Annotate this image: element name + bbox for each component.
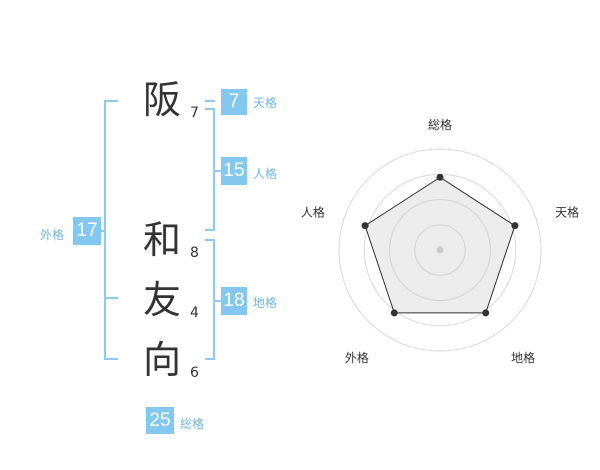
gaikaku-value: 17 <box>73 217 101 245</box>
name-char-3: 友 <box>142 278 181 322</box>
radar-axis-label: 人格 <box>301 205 325 220</box>
name-char-4: 向 <box>142 338 181 382</box>
name-char-1: 阪 <box>142 78 181 122</box>
gaikaku-connector <box>100 230 106 232</box>
radar-axis-label: 地格 <box>511 350 535 365</box>
gaikaku-label: 外格 <box>40 228 65 242</box>
stroke-count-1: 7 <box>190 105 199 121</box>
stroke-count-2: 8 <box>190 245 199 261</box>
stroke-count-4: 6 <box>190 365 199 381</box>
name-char-2: 和 <box>142 218 181 262</box>
radar-data-area <box>364 176 516 314</box>
soukaku-label: 総格 <box>180 417 205 431</box>
radar-point-地格 <box>482 309 490 317</box>
radar-axis-label: 外格 <box>345 350 369 365</box>
radar-point-天格 <box>511 222 519 230</box>
jinkaku-label: 人格 <box>253 167 278 181</box>
chikaku-value: 18 <box>221 287 247 315</box>
stroke-count-3: 4 <box>190 305 199 321</box>
jinkaku-value: 15 <box>221 157 247 185</box>
tenkaku-label: 天格 <box>253 96 278 110</box>
chikaku-connector <box>215 300 221 302</box>
radar-grid-ring <box>389 199 491 301</box>
radar-point-人格 <box>361 222 369 230</box>
tenkaku-value: 7 <box>221 89 247 115</box>
jinkaku-bracket <box>205 108 215 231</box>
radar-point-総格 <box>436 173 444 181</box>
radar-center-dot <box>436 246 444 254</box>
gaikaku-bracket-tick <box>104 297 118 299</box>
chikaku-bracket <box>205 239 215 360</box>
soukaku-value: 25 <box>146 407 174 434</box>
tenkaku-bracket <box>205 100 215 102</box>
radar-axis-label: 総格 <box>428 117 452 132</box>
jinkaku-connector <box>215 170 221 172</box>
radar-axis-label: 天格 <box>555 205 579 220</box>
radar-grid-ring <box>338 148 542 352</box>
chikaku-label: 地格 <box>253 296 278 310</box>
radar-point-外格 <box>390 309 398 317</box>
